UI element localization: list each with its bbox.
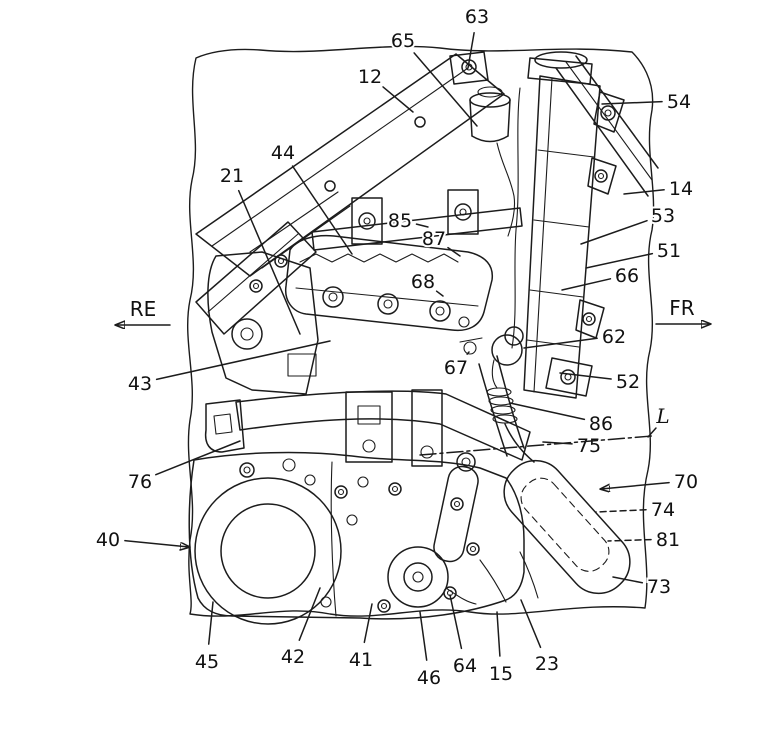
leader-line-54 — [601, 100, 663, 105]
ref-label-14: 14 — [669, 178, 693, 200]
ref-label-21: 21 — [220, 165, 244, 187]
ref-label-74: 74 — [651, 499, 675, 521]
ref-label-45: 45 — [195, 651, 219, 673]
leader-line-23 — [520, 599, 542, 649]
ref-label-70: 70 — [674, 471, 698, 493]
water-pump — [387, 546, 477, 608]
leader-line-73 — [612, 576, 644, 584]
leader-line-85 — [415, 223, 429, 228]
ref-label-52: 52 — [616, 371, 640, 393]
axis-line-L-connector — [647, 427, 657, 438]
rear-frame-tube — [555, 55, 659, 197]
ref-label-65: 65 — [391, 30, 415, 52]
ref-label-53: 53 — [651, 205, 675, 227]
ref-label-85: 85 — [388, 210, 412, 232]
leader-line-53 — [580, 219, 648, 245]
exhaust-elbow-spring — [478, 326, 535, 463]
ref-label-42: 42 — [281, 646, 305, 668]
leader-line-40 — [124, 539, 189, 547]
ref-label-43: 43 — [128, 373, 152, 395]
leader-line-52 — [559, 372, 612, 380]
direction-label-fr: FR — [669, 296, 695, 320]
ref-label-23: 23 — [535, 653, 559, 675]
rear-frame-unit — [511, 51, 625, 399]
leader-line-64 — [449, 594, 463, 650]
ref-label-51: 51 — [657, 240, 681, 262]
leader-line-51 — [585, 252, 654, 269]
ref-label-68: 68 — [411, 271, 435, 293]
ref-label-86: 86 — [589, 413, 613, 435]
ref-label-64: 64 — [453, 655, 477, 677]
ref-label-12: 12 — [358, 66, 382, 88]
ref-label-46: 46 — [417, 667, 441, 689]
direction-label-re: RE — [130, 297, 157, 321]
leader-line-12 — [382, 86, 414, 113]
ref-label-87: 87 — [422, 228, 446, 250]
leader-line-86 — [509, 402, 586, 421]
leader-line-43 — [155, 340, 331, 381]
leader-line-68 — [435, 290, 444, 297]
leader-line-70 — [601, 481, 670, 489]
left-crankcase-upper — [207, 251, 319, 395]
engine-mount-brackets — [311, 189, 523, 251]
ref-label-44: 44 — [271, 142, 295, 164]
ref-label-41: 41 — [349, 649, 373, 671]
ref-label-81: 81 — [656, 529, 680, 551]
ref-label-40: 40 — [96, 529, 120, 551]
leader-line-21 — [237, 189, 301, 335]
leader-line-87 — [447, 246, 461, 257]
ref-label-73: 73 — [647, 576, 671, 598]
main-frame-beam — [195, 53, 505, 335]
leader-line-67 — [466, 351, 470, 355]
leader-line-62 — [523, 337, 598, 349]
leader-line-76 — [155, 440, 241, 476]
ref-label-66: 66 — [615, 265, 639, 287]
axis-label-L: L — [655, 404, 669, 428]
leader-line-45 — [207, 601, 214, 645]
ref-label-62: 62 — [602, 326, 626, 348]
leader-line-42 — [298, 587, 321, 641]
leader-line-66 — [561, 278, 612, 291]
leader-line-14 — [623, 189, 665, 195]
leader-line-46 — [419, 611, 428, 661]
leader-line-63 — [467, 32, 475, 69]
muffler — [503, 459, 631, 595]
crankcase-lower — [188, 451, 539, 625]
leader-line-74 — [595, 509, 647, 513]
leader-line-81 — [607, 538, 652, 542]
ref-label-63: 63 — [465, 6, 489, 28]
cross-member — [235, 389, 531, 467]
leader-line-44 — [291, 165, 353, 255]
starter-cylinder — [433, 452, 479, 563]
leader-line-15 — [496, 611, 501, 657]
torn-border — [187, 45, 655, 617]
ref-label-67: 67 — [444, 357, 468, 379]
axis-line-L — [419, 435, 653, 456]
ref-label-75: 75 — [577, 435, 601, 457]
ref-label-76: 76 — [128, 471, 152, 493]
top-bracket — [449, 51, 489, 85]
valve-cover — [284, 234, 494, 355]
pivot-bracket — [204, 399, 245, 453]
ref-label-15: 15 — [489, 663, 513, 685]
leader-line-65 — [413, 52, 478, 127]
ref-label-54: 54 — [667, 91, 691, 113]
leader-line-41 — [363, 603, 373, 644]
